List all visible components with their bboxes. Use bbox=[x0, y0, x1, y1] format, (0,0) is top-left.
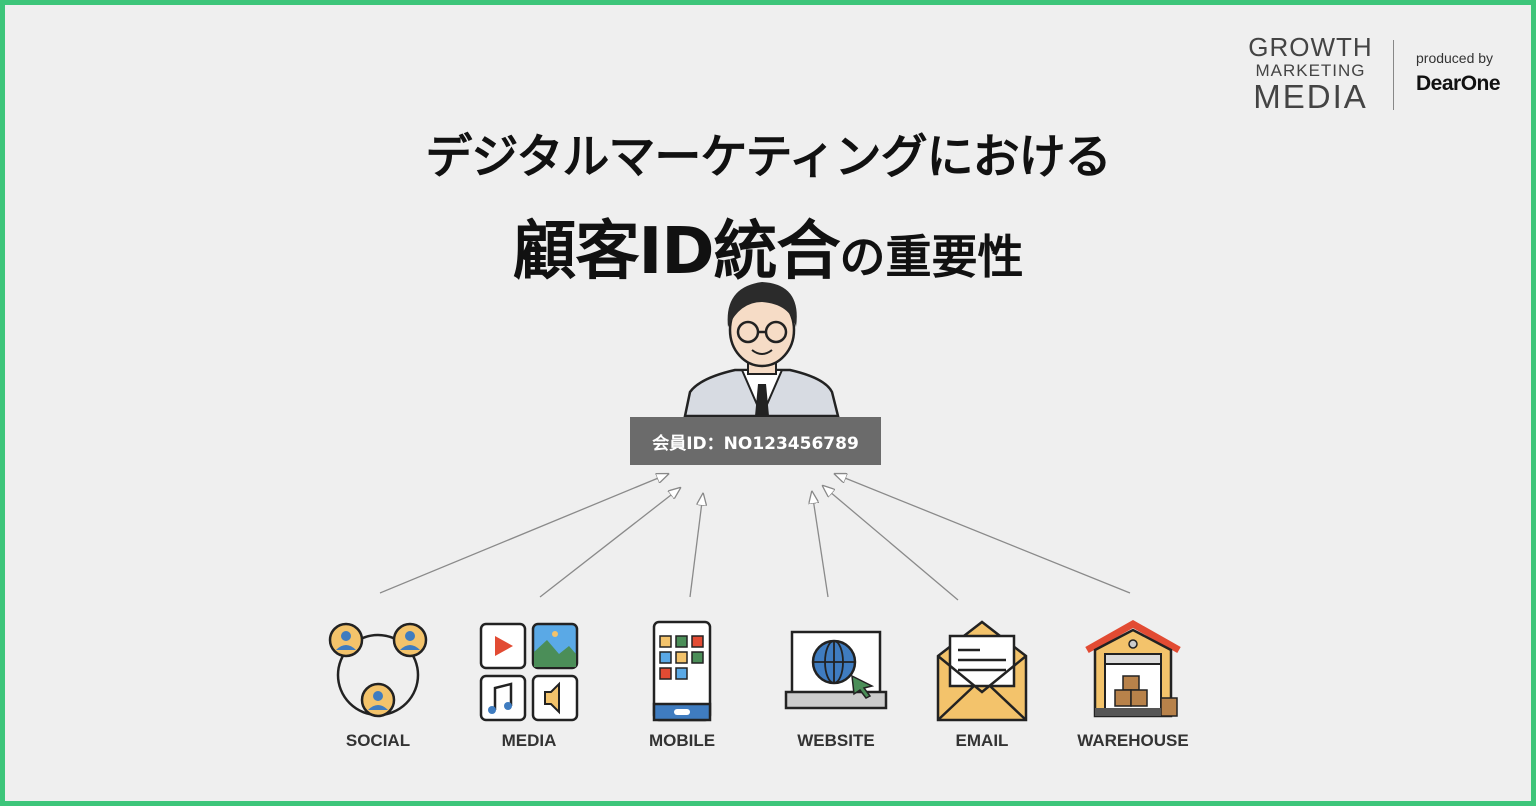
warehouse-icon bbox=[1085, 620, 1181, 718]
growth-marketing-media-logo: GROWTH MARKETING MEDIA bbox=[1248, 34, 1373, 113]
social-icon bbox=[328, 622, 428, 718]
label-media: MEDIA bbox=[501, 731, 557, 750]
label-email: EMAIL bbox=[955, 731, 1009, 750]
title-line2: 顧客ID統合の重要性 bbox=[0, 200, 1536, 292]
logo-line1: GROWTH bbox=[1248, 32, 1373, 62]
logo-line3: MEDIA bbox=[1253, 78, 1368, 115]
arrow-mobile bbox=[689, 494, 703, 598]
email-icon bbox=[936, 620, 1028, 722]
logo-line2: MARKETING bbox=[1255, 61, 1366, 80]
member-id-badge: 会員ID：NO123456789 bbox=[630, 417, 881, 465]
title-line1: デジタルマーケティングにおける bbox=[425, 130, 1111, 185]
title-suffix: の重要性 bbox=[839, 230, 1024, 284]
produced-by-text: produced by bbox=[1416, 50, 1494, 66]
mobile-icon bbox=[652, 620, 712, 722]
arrow-social bbox=[379, 474, 668, 594]
arrow-media bbox=[539, 488, 680, 598]
label-warehouse: WAREHOUSE bbox=[1077, 731, 1189, 750]
businessman-icon bbox=[683, 282, 840, 418]
logo-divider bbox=[1393, 40, 1394, 110]
arrow-warehouse bbox=[835, 474, 1131, 594]
website-icon bbox=[784, 630, 888, 710]
label-website: WEBSITE bbox=[797, 731, 875, 750]
arrow-email bbox=[823, 486, 959, 601]
label-mobile: MOBILE bbox=[648, 731, 716, 750]
arrow-website bbox=[812, 492, 829, 598]
label-social: SOCIAL bbox=[345, 731, 411, 750]
title-main: 顧客ID統合 bbox=[512, 215, 841, 289]
media-icon bbox=[479, 622, 579, 722]
dearone-logo: DearOne bbox=[1416, 72, 1501, 95]
